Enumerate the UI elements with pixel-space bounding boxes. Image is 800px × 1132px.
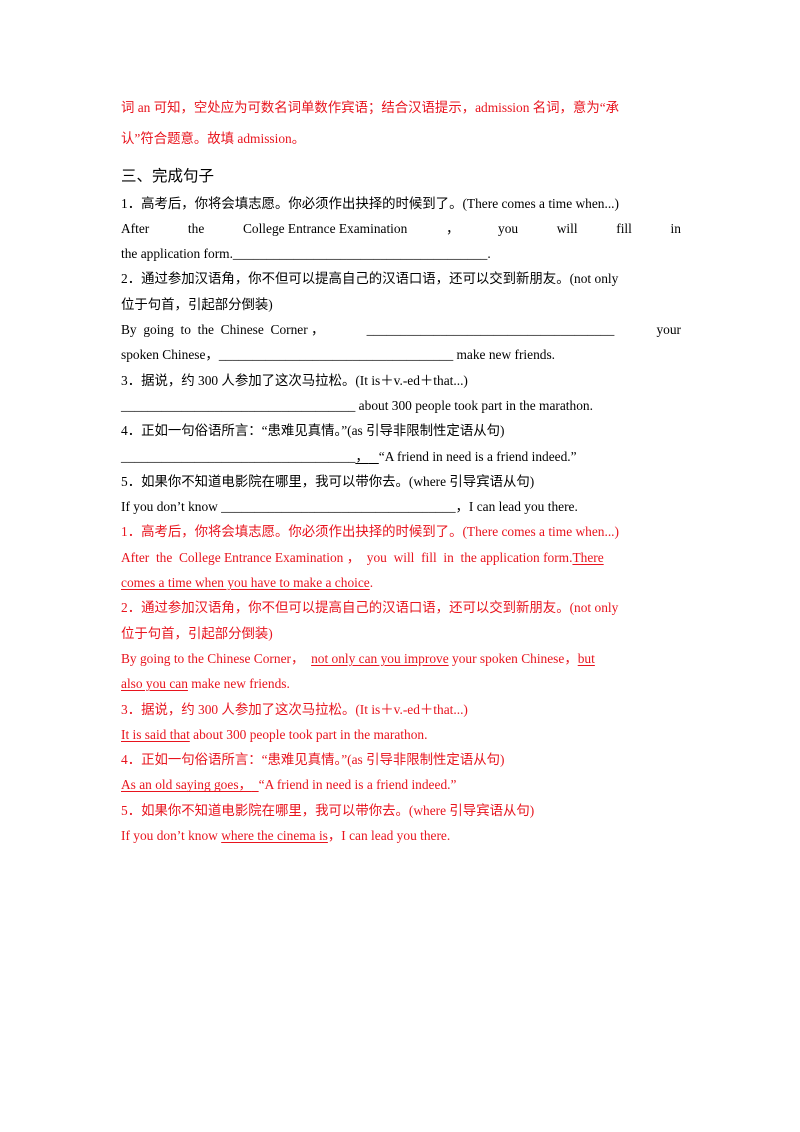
a5-line: If you don’t know where the cinema is，I …: [121, 823, 681, 848]
a3-answer: It is said that: [121, 726, 190, 742]
q2-line-2: spoken Chinese，_________________________…: [121, 347, 556, 363]
q1-word: College Entrance Examination: [242, 220, 408, 236]
q1-word: the: [187, 220, 205, 236]
q4-prompt: 4．正如一句俗语所言：“患难见真情。”(as 引导非限制性定语从句): [121, 423, 505, 439]
a2-prompt-2: 位于句首，引起部分倒装): [121, 625, 273, 641]
a5-prompt: 5．如果你不知道电影院在哪里，我可以带你去。(where 引导宾语从句): [121, 802, 535, 818]
a4-answer: As an old saying goes，: [121, 777, 252, 793]
a1-line-2-end: .: [369, 575, 374, 591]
document-page: 词 an 可知，空处应为可数名词单数作宾语；结合汉语提示，admission 名…: [121, 95, 681, 848]
q2-line-1-end: your: [656, 322, 681, 338]
a3-line: It is said that about 300 people took pa…: [121, 722, 681, 747]
q3-prompt: 3．据说，约 300 人参加了这次马拉松。(It is＋v.-ed＋that..…: [121, 372, 468, 388]
q1-word: will: [556, 220, 578, 236]
q1-line-2: the application form.___________________…: [121, 246, 491, 262]
q4-blank: ___________________________________: [121, 448, 356, 464]
a1-answer-part-2: comes a time when you have to make a cho…: [121, 575, 370, 591]
a1-prompt: 1．高考后，你将会填志愿。你必须作出抉择的时候到了。(There comes a…: [121, 524, 619, 540]
a1-line-1: After the College Entrance Examination ，…: [121, 545, 681, 570]
q4-comma: ，: [355, 448, 369, 464]
q3-line: ___________________________________ abou…: [121, 397, 593, 413]
intro-line-1: 词 an 可知，空处应为可数名词单数作宾语；结合汉语提示，admission 名…: [121, 100, 620, 115]
q1-word: you: [498, 220, 519, 236]
q4-rest: “A friend in need is a friend indeed.”: [378, 448, 577, 464]
q2-prompt-2: 位于句首，引起部分倒装): [121, 296, 273, 312]
section-title: 三、完成句子: [121, 166, 215, 185]
a4-rest: “A friend in need is a friend indeed.”: [258, 777, 457, 793]
q5-line: If you don’t know ______________________…: [121, 499, 578, 515]
q1-word: in: [670, 220, 681, 236]
a5-answer: where the cinema is: [221, 828, 328, 844]
a2-line-1-start: By going to the Chinese Corner，: [121, 650, 305, 666]
a2-line-1: By going to the Chinese Corner， not only…: [121, 646, 681, 671]
intro-line-2: 认”符合题意。故填 admission。: [121, 131, 306, 147]
a2-line-2: also you can make new friends.: [121, 671, 681, 696]
q2-line-1: By going to the Chinese Corner ， _______…: [121, 317, 681, 342]
a2-line-2-end: make new friends.: [187, 676, 290, 692]
a2-prompt-1: 2．通过参加汉语角，你不但可以提高自己的汉语口语，还可以交到新朋友。(not o…: [121, 600, 619, 616]
a3-prompt: 3．据说，约 300 人参加了这次马拉松。(It is＋v.-ed＋that..…: [121, 701, 468, 717]
q1-word: ，: [445, 220, 460, 236]
q1-prompt: 1．高考后，你将会填志愿。你必须作出抉择的时候到了。(There comes a…: [121, 195, 619, 211]
a3-rest: about 300 people took part in the marath…: [189, 726, 428, 742]
a2-answer-part-2: but: [577, 650, 595, 666]
a1-answer-part-1: There: [572, 549, 604, 565]
q1-word: fill: [616, 220, 632, 236]
q5-prompt: 5．如果你不知道电影院在哪里，我可以带你去。(where 引导宾语从句): [121, 473, 535, 489]
a4-line: As an old saying goes， “A friend in need…: [121, 772, 681, 797]
a5-rest: ，I can lead you there.: [327, 828, 451, 844]
a5-start: If you don’t know: [121, 828, 222, 844]
a1-line-2: comes a time when you have to make a cho…: [121, 570, 681, 595]
a1-line-1-text: After the College Entrance Examination ，…: [121, 549, 573, 565]
q2-prompt-1: 2．通过参加汉语角，你不但可以提高自己的汉语口语，还可以交到新朋友。(not o…: [121, 271, 619, 287]
a2-answer-part-3: also you can: [121, 676, 188, 692]
a4-prompt: 4．正如一句俗语所言：“患难见真情。”(as 引导非限制性定语从句): [121, 752, 505, 768]
a2-line-1-mid: your spoken Chinese，: [448, 650, 578, 666]
q4-line: ___________________________________， “A …: [121, 444, 681, 469]
q1-word: After: [121, 220, 150, 236]
q2-blank: _____________________________________: [366, 322, 615, 338]
q2-line-1-start: By going to the Chinese Corner ，: [121, 322, 325, 338]
q1-line-1: After the College Entrance Examination ，…: [121, 216, 681, 241]
a2-answer-part-1: not only can you improve: [311, 650, 449, 666]
